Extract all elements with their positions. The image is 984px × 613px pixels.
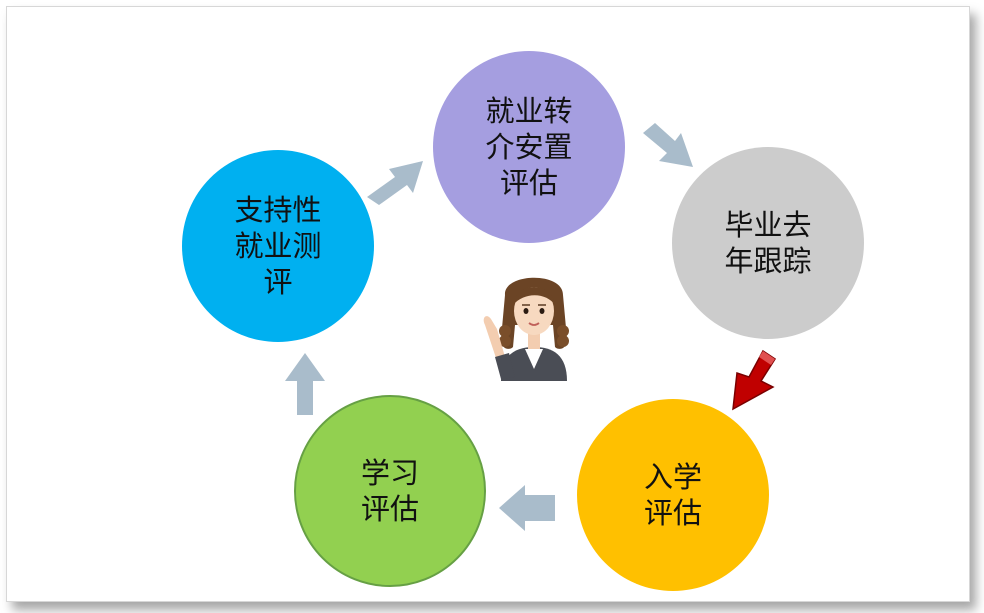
diagram-card: 就业转 介安置 评估 毕业去 年跟踪 入学 评估 学习 评估 支持性 就业测 评 (6, 6, 970, 602)
node-text-line: 毕业去 (724, 208, 812, 242)
arrow-followup-to-enroll (732, 349, 777, 411)
node-text-line: 介安置 (485, 130, 573, 164)
node-employment-assessment: 就业转 介安置 评估 (433, 51, 625, 243)
node-text-line: 评估 (360, 492, 419, 526)
presenter-woman-icon (483, 277, 569, 381)
arrow-support-to-employment (367, 161, 423, 205)
node-learning-assessment: 学习 评估 (294, 395, 486, 587)
node-enrollment-assessment: 入学 评估 (577, 399, 769, 591)
node-text-line: 评估 (499, 166, 558, 200)
node-text-line: 年跟踪 (724, 244, 812, 278)
node-text-line: 就业测 (234, 229, 322, 263)
arrow-enroll-to-learning (499, 485, 555, 531)
node-text-line: 学习 (360, 456, 419, 490)
node-text-line: 就业转 (485, 94, 573, 128)
arrow-learning-to-support (285, 353, 325, 415)
node-text-line: 入学 (643, 460, 702, 494)
node-text-line: 评 (263, 265, 293, 299)
node-text-line: 评估 (643, 496, 702, 530)
node-text-line: 支持性 (234, 193, 322, 227)
arrow-employment-to-followup (643, 123, 693, 167)
node-graduate-followup: 毕业去 年跟踪 (672, 147, 864, 339)
node-supported-employment-test: 支持性 就业测 评 (182, 150, 374, 342)
